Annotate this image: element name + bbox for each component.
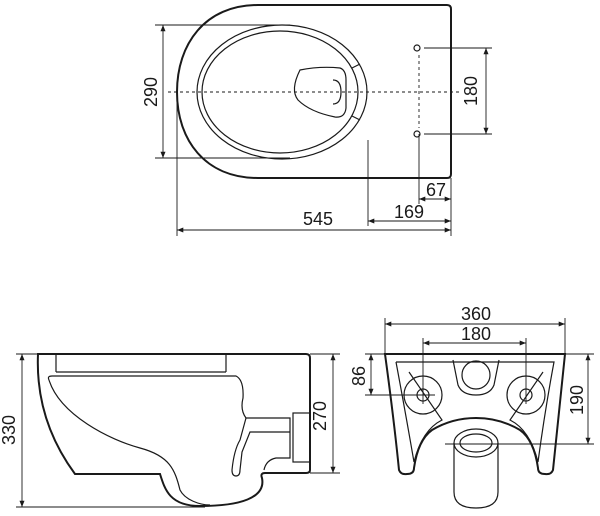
trap-contour	[231, 417, 290, 477]
outlet-opening-inner	[459, 433, 493, 453]
dim-label-169: 169	[394, 202, 424, 222]
dim-label-190: 190	[567, 385, 587, 415]
seat-flap	[293, 66, 347, 118]
fixing-hole-bottom	[413, 130, 421, 138]
back-view-outline	[383, 353, 567, 476]
inlet-recess	[452, 359, 500, 396]
back-inner-frame	[395, 361, 555, 463]
top-view: 290 180 67 169 545	[141, 4, 492, 236]
dim-label-290: 290	[141, 77, 161, 107]
outlet-spigot	[292, 412, 311, 463]
side-view-outline	[36, 353, 311, 508]
flap-handle	[332, 79, 342, 105]
dim-label-330: 330	[0, 415, 19, 445]
back-view: 360 180 86 190	[349, 304, 594, 509]
dim-label-360: 360	[461, 304, 491, 324]
dim-label-180-back: 180	[461, 324, 491, 344]
fixing-hole-top	[413, 44, 421, 52]
dim-label-545: 545	[303, 209, 333, 229]
seat-hinge-line	[351, 63, 361, 121]
side-view: 330 270	[0, 353, 340, 508]
top-view-outline	[175, 4, 452, 179]
dim-label-270: 270	[310, 401, 330, 431]
seat-inner	[201, 30, 359, 154]
dim-label-180-top: 180	[461, 76, 481, 106]
dim-label-86: 86	[349, 366, 369, 386]
outlet-opening	[453, 428, 499, 458]
bowl-contour	[47, 375, 291, 506]
inlet-opening	[461, 360, 491, 390]
rim-inner	[55, 354, 227, 373]
outlet-pipe	[453, 443, 499, 509]
dim-label-67: 67	[426, 180, 446, 200]
